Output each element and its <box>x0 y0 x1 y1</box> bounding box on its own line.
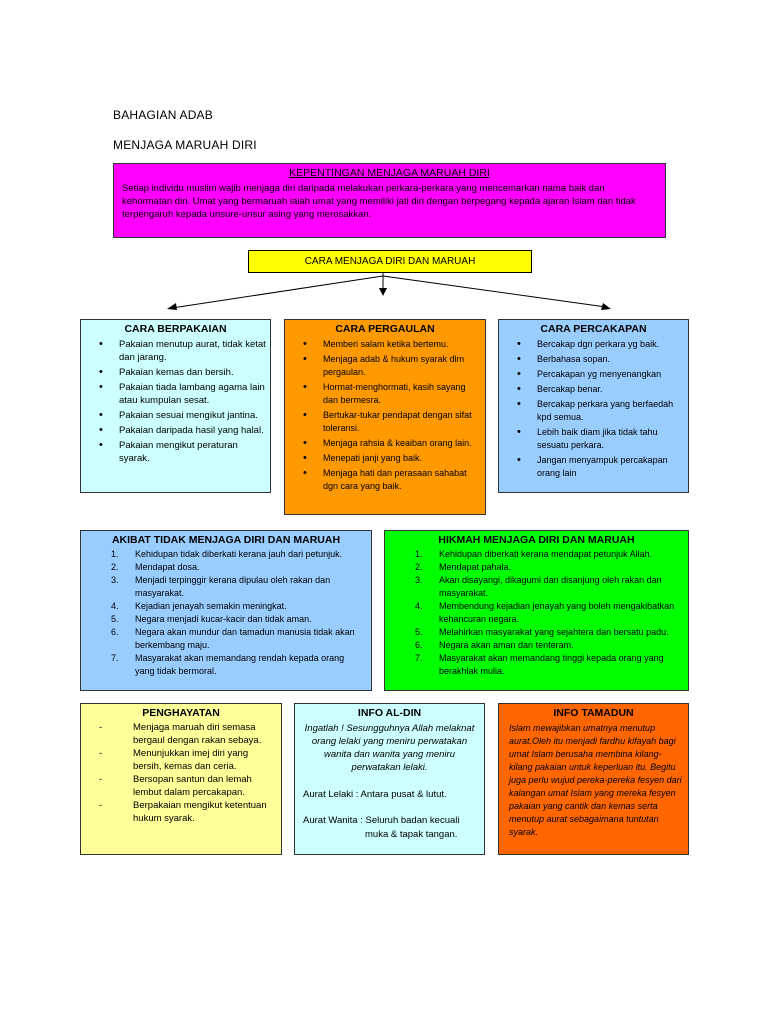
aurat-lelaki-text: Aurat Lelaki : Antara pusat & lutut. <box>303 789 447 800</box>
penghayatan-list: Menjaga maruah diri semasa bergaul denga… <box>81 722 281 825</box>
penghayatan-title: PENGHAYATAN <box>142 707 220 719</box>
list-item: Menjaga hati dan perasaan sahabat dgn ca… <box>303 467 481 493</box>
percakapan-list: Bercakap dgn perkara yg baik. Berbahasa … <box>499 338 688 480</box>
penghayatan-box: PENGHAYATAN Menjaga maruah diri semasa b… <box>80 703 282 855</box>
list-item: Pakaian sesuai mengikut jantina. <box>99 409 266 422</box>
list-item: Melahirkan masyarakat yang sejahtera dan… <box>415 626 669 639</box>
list-item: Bercakap perkara yang berfaedah kpd semu… <box>517 398 684 424</box>
info-tamadun-box: INFO TAMADUN Islam mewajibkan umatnya me… <box>498 703 689 855</box>
list-item: Pakaian menutup aurat, tidak ketat dan j… <box>99 338 266 364</box>
berpakaian-list: Pakaian menutup aurat, tidak ketat dan j… <box>81 338 270 465</box>
list-item: Pakaian mengikut peraturan syarak. <box>99 439 266 465</box>
hikmah-list: Kehidupan diberkati kerana mendapat petu… <box>385 548 688 678</box>
cara-menjaga-box: CARA MENJAGA DIRI DAN MARUAH <box>248 250 532 273</box>
hikmah-box: HIKMAH MENJAGA DIRI DAN MARUAH Kehidupan… <box>384 530 689 691</box>
list-item: Kejadian jenayah semakin meningkat. <box>111 600 287 613</box>
list-item: Menjaga adab & hukum syarak dlm pergaula… <box>303 353 481 379</box>
info-aldin-box: INFO AL-DIN Ingatlah ! Sesungguhnya Alla… <box>294 703 485 855</box>
list-item: Membendung kejadian jenayah yang boleh m… <box>415 600 675 624</box>
list-item: Mendapat dosa. <box>111 561 200 574</box>
list-item: Lebih baik diam jika tidak tahu sesuatu … <box>517 426 684 452</box>
cara-menjaga-title: CARA MENJAGA DIRI DAN MARUAH <box>304 256 476 267</box>
list-item: Hormat-menghormati, kasih sayang dan ber… <box>303 381 481 407</box>
list-item: Kehidupan diberkati kerana mendapat petu… <box>415 548 653 561</box>
info-tamadun-text: Islam mewajibkan umatnya menutup aurat.O… <box>509 723 682 837</box>
list-item: Menjadi terpinggir kerana dipulau oleh r… <box>111 574 331 598</box>
aurat-wanita-text: Aurat Wanita : Seluruh badan kecuali <box>303 815 460 826</box>
list-item: Bersopan santun dan lemah lembut dalam p… <box>99 774 275 799</box>
kepentingan-title: KEPENTINGAN MENJAGA MARUAH DIRI <box>289 167 490 179</box>
list-item: Masyarakat akan memandang rendah kepada … <box>111 652 345 676</box>
list-item: Menjaga maruah diri semasa bergaul denga… <box>99 722 275 747</box>
list-item: Negara akan aman dan tenteram. <box>415 639 574 652</box>
subsection-title: MENJAGA MARUAH DIRI <box>113 138 257 152</box>
akibat-list: Kehidupan tidak diberkati kerana jauh da… <box>81 548 371 678</box>
kepentingan-text: Setiap individu muslim wajib menjaga dir… <box>122 183 636 220</box>
list-item: Akan disayangi, dikagumi dan disanjung o… <box>415 574 662 598</box>
cara-pergaulan-box: CARA PERGAULAN Memberi salam ketika bert… <box>284 319 486 515</box>
aurat-wanita-text-cont: muka & tapak tangan. <box>365 829 458 840</box>
list-item: Jangan menyampuk percakapan orang lain <box>517 454 684 480</box>
list-item: Bertukar-tukar pendapat dengan sifat tol… <box>303 409 481 435</box>
list-item: Pakaian daripada hasil yang halal. <box>99 424 266 437</box>
list-item: Menunjukkan imej diri yang bersih, kemas… <box>99 748 275 773</box>
cara-percakapan-box: CARA PERCAKAPAN Bercakap dgn perkara yg … <box>498 319 689 493</box>
list-item: Berpakaian mengikut ketentuan hukum syar… <box>99 800 275 825</box>
cara-berpakaian-title: CARA BERPAKAIAN <box>124 323 227 335</box>
pergaulan-list: Memberi salam ketika bertemu. Menjaga ad… <box>285 338 485 493</box>
akibat-title: AKIBAT TIDAK MENJAGA DIRI DAN MARUAH <box>111 534 341 546</box>
list-item: Masyarakat akan memandang tinggi kepada … <box>415 652 664 676</box>
list-item: Bercakap dgn perkara yg baik. <box>517 338 684 351</box>
list-item: Negara akan mundur dan tamadun manusia t… <box>111 626 355 650</box>
list-item: Mendapat pahala. <box>415 561 512 574</box>
cara-percakapan-title: CARA PERCAKAPAN <box>540 323 647 335</box>
info-aldin-quote: Ingatlah ! Sesungguhnya Allah melaknat o… <box>304 723 475 773</box>
list-item: Negara menjadi kucar-kacir dan tidak ama… <box>111 613 312 626</box>
akibat-box: AKIBAT TIDAK MENJAGA DIRI DAN MARUAH Keh… <box>80 530 372 691</box>
list-item: Menjaga rahsia & keaiban orang lain. <box>303 437 481 450</box>
list-item: Memberi salam ketika bertemu. <box>303 338 481 351</box>
list-item: Pakaian kemas dan bersih. <box>99 366 266 379</box>
list-item: Percakapan yg menyenangkan <box>517 368 684 381</box>
info-tamadun-title: INFO TAMADUN <box>553 707 634 719</box>
info-aldin-title: INFO AL-DIN <box>357 707 422 719</box>
section-title: BAHAGIAN ADAB <box>113 108 213 122</box>
kepentingan-box: KEPENTINGAN MENJAGA MARUAH DIRI Setiap i… <box>113 163 666 238</box>
cara-pergaulan-title: CARA PERGAULAN <box>335 323 435 335</box>
list-item: Kehidupan tidak diberkati kerana jauh da… <box>111 548 343 561</box>
list-item: Bercakap benar. <box>517 383 684 396</box>
list-item: Pakaian tiada lambang agama lain atau ku… <box>99 381 266 407</box>
list-item: Berbahasa sopan. <box>517 353 684 366</box>
cara-berpakaian-box: CARA BERPAKAIAN Pakaian menutup aurat, t… <box>80 319 271 493</box>
hikmah-title: HIKMAH MENJAGA DIRI DAN MARUAH <box>438 534 635 546</box>
list-item: Menepati janji yang baik. <box>303 452 481 465</box>
